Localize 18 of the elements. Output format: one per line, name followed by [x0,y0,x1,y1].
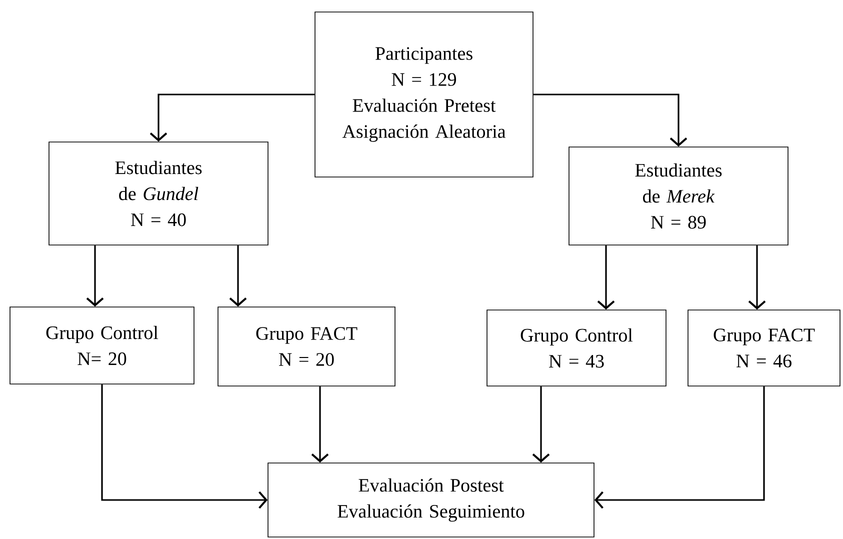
arrow [311,386,329,463]
process-box: Grupo FACT N = 20 [218,306,396,386]
arrow [533,94,688,147]
arrow [229,245,247,307]
process-box: Grupo Control N= 20 [10,306,194,384]
arrow [532,386,550,463]
arrow [86,245,104,307]
arrow [150,94,315,142]
arrow [748,245,766,310]
arrow [101,384,268,509]
arrow [597,245,615,310]
process-box: Grupo FACT N = 46 [688,310,840,386]
process-box: Participantes N = 129 Evaluación Pretest Asignación Aleatoria [314,12,534,178]
process-box: Grupo Control N = 43 [486,310,666,386]
process-box: Evaluación Postest Evaluación Seguimiento [268,462,594,538]
process-box: Estudiantes de Merek N = 89 [568,146,788,246]
arrow [594,386,765,509]
process-box: Estudiantes de Gundel N = 40 [48,142,268,246]
